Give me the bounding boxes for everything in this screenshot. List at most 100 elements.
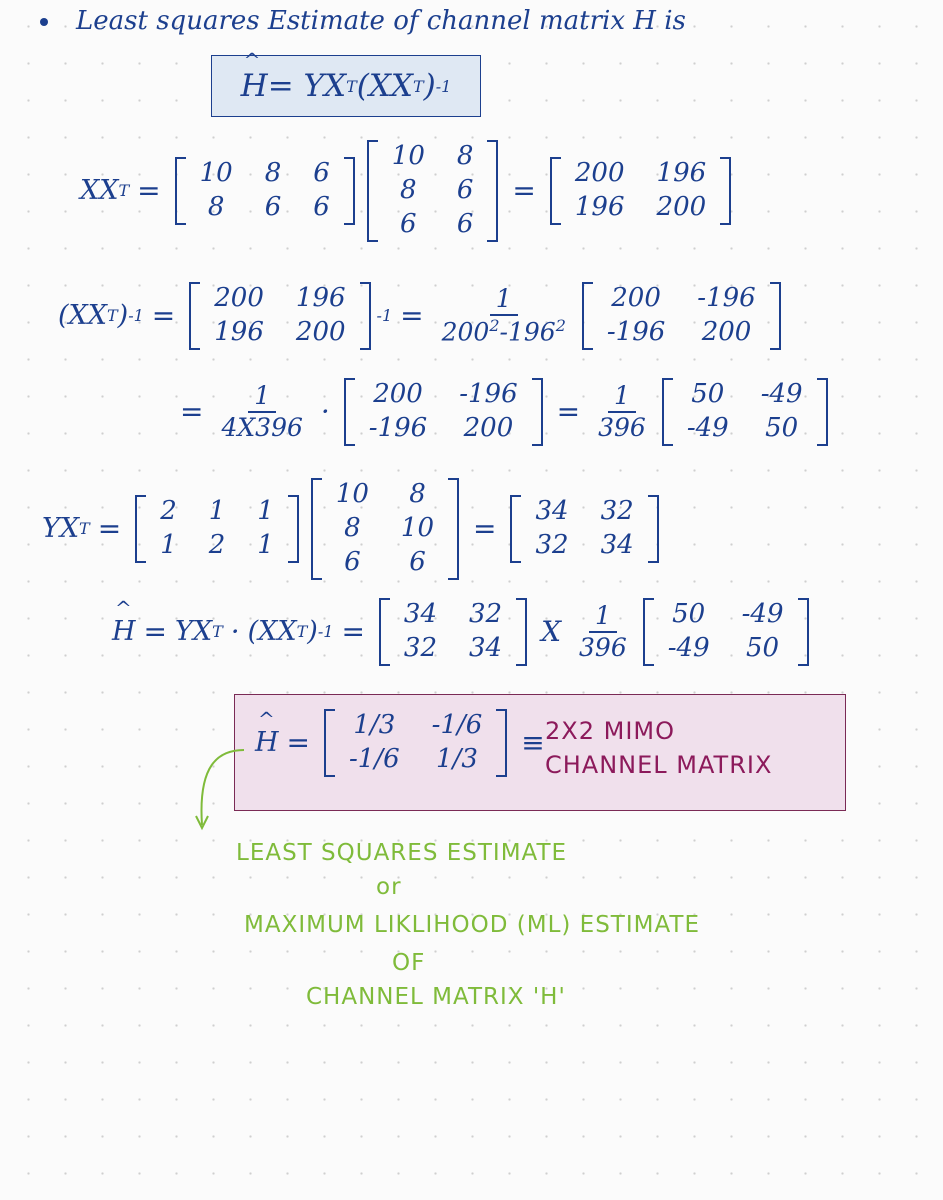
matrix-cell: 10: [335, 479, 369, 509]
yxt-label: YX: [42, 513, 80, 545]
matrix-cell: 1: [208, 495, 226, 526]
matrix-cell: -49: [686, 412, 729, 443]
matrix-cell: -196: [697, 283, 756, 313]
matrix-cell: 8: [344, 512, 361, 543]
formula-rhs: = YX: [267, 68, 347, 104]
matrix-cell: 34: [469, 632, 503, 663]
matrix-cell: 196: [214, 316, 264, 347]
matrix-cell: 200: [295, 316, 346, 347]
page-title: Least squares Estimate of channel matrix…: [38, 6, 686, 36]
matrix-cell: 8: [400, 174, 417, 205]
eq: =: [473, 512, 497, 546]
matrix-cell: 200: [701, 316, 752, 347]
matrix-cell: 50: [691, 379, 725, 409]
h-hat: H: [255, 707, 279, 758]
sup-inv: -1: [128, 306, 144, 326]
matrix-cell: 34: [403, 599, 437, 629]
fraction-396: 1 396: [579, 600, 627, 662]
matrix-cell: -1/6: [431, 710, 483, 740]
note-line2: or: [376, 874, 402, 900]
eq: =: [97, 512, 122, 546]
dot: ·: [320, 395, 330, 429]
fraction-396: 1 396: [598, 380, 646, 442]
matrix-cell: 6: [313, 191, 330, 222]
h-hat: H: [112, 596, 136, 647]
matrix-cell: 1/3: [436, 743, 478, 774]
eq: =: [512, 174, 536, 208]
matrix-cell: 10: [391, 141, 425, 171]
matrix-cell: 8: [456, 141, 474, 171]
bullet-dot: [40, 18, 48, 26]
h-hat: H: [241, 48, 268, 104]
matrix-cell: 2: [208, 529, 226, 560]
frac-num: 1: [489, 284, 518, 317]
matrix-cell: 6: [400, 208, 417, 239]
matrix-cell: 6: [313, 157, 330, 188]
matrix-cell: 32: [403, 632, 437, 663]
matrix-cell: 32: [600, 495, 634, 526]
sup-t2: T: [412, 76, 424, 96]
note-line3: MAXIMUM LIKLIHOOD (ML) ESTIMATE: [244, 912, 701, 938]
frac-den: 2002-1962: [441, 316, 566, 347]
matrix-cell: 6: [456, 208, 474, 239]
sup-t: T: [106, 306, 118, 326]
matrix-cell: -49: [760, 379, 803, 409]
eq: =: [180, 395, 204, 429]
eq: =: [341, 615, 365, 649]
ls-formula-box: H = YXT (XXT )-1: [211, 48, 481, 117]
matrix-cell: -49: [741, 599, 784, 629]
eq: =: [400, 299, 424, 333]
matrix-cell: 32: [535, 529, 569, 560]
matrix-cell: 32: [469, 599, 503, 629]
note-line5: CHANNEL MATRIX 'H': [306, 984, 566, 1010]
mimo-label: 2X2 MIMO CHANNEL MATRIX: [545, 717, 773, 779]
matrix-cell: 196: [656, 157, 707, 188]
title-text: Least squares Estimate of channel matrix…: [76, 6, 686, 36]
note-line4: OF: [392, 950, 426, 976]
yxt-sup: T: [79, 519, 90, 539]
matrix-cell: -1/6: [349, 743, 400, 774]
matrix-cell: -196: [459, 379, 518, 409]
matrix-cell: 10: [400, 512, 435, 543]
times: X: [541, 615, 562, 649]
sup-t: T: [346, 76, 357, 96]
matrix-cell: 200: [611, 283, 661, 313]
matrix-cell: 50: [672, 599, 706, 629]
matrix-cell: 6: [456, 174, 474, 205]
determinant-fraction: 1 2002-1962: [438, 284, 570, 347]
matrix-cell: 1: [257, 529, 274, 560]
matrix-cell: 200: [656, 191, 707, 222]
matrix-cell: 50: [765, 412, 799, 443]
dot: ·: [230, 615, 240, 649]
matrix-cell: -196: [368, 412, 428, 443]
eq: =: [151, 299, 176, 333]
sup-inv: -1: [376, 306, 393, 326]
matrix-cell: 1: [257, 495, 274, 526]
matrix-cell: 8: [264, 157, 282, 188]
matrix-cell: 196: [574, 191, 625, 222]
sup-inv: -1: [435, 76, 452, 96]
curved-arrow-icon: [195, 749, 245, 831]
matrix-cell: 196: [295, 283, 346, 313]
matrix-cell: 200: [574, 157, 625, 188]
matrix-cell: -49: [667, 632, 710, 663]
matrix-cell: 200: [463, 412, 514, 443]
matrix-cell: 6: [264, 191, 282, 222]
matrix-cell: 1/3: [353, 710, 396, 740]
inv-label: (XX: [58, 300, 107, 332]
matrix-cell: 200: [214, 283, 264, 313]
